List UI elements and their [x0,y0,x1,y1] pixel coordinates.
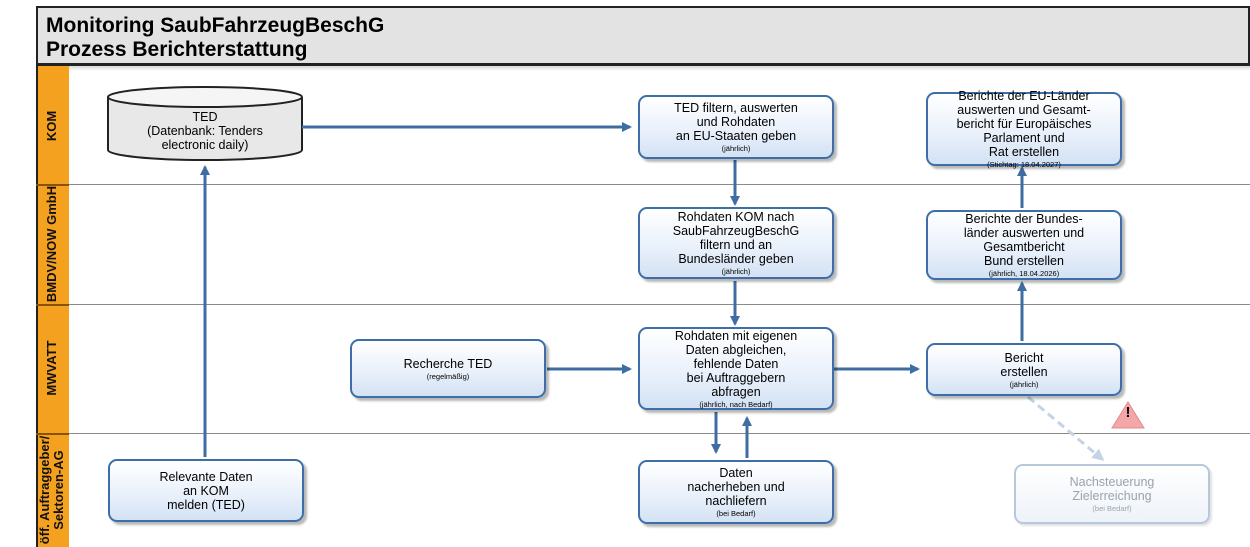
diagram-title-line2: Prozess Berichterstattung [46,38,308,61]
nacherheben-line3: nachliefern [705,494,767,508]
title-shadow [69,66,1250,71]
abgleichen-line2: Daten abgleichen, [685,342,787,357]
lane-divider-1 [69,184,1250,185]
nachsteuerung-sub: (bei Bedarf) [1092,504,1132,513]
nacherheben-line1: Daten [719,466,753,480]
relevante-line3: melden (TED) [167,497,245,512]
bund-berichte-line2: länder auswerten und [963,226,1085,240]
warning-icon [1111,401,1145,429]
node-recherche-ted: Recherche TED (regelmäßig) [350,339,546,398]
warning-mark: ! [1125,404,1131,421]
abgleichen-line4: bei Auftraggebern [686,370,786,385]
eu-berichte-line4: Parlament und [983,131,1065,145]
node-bericht-erstellen: Bericht erstellen (jährlich) [926,343,1122,396]
title-bar: Monitoring SaubFahrzeugBeschG Prozess Be… [36,6,1250,66]
ted-filter-line2: und Rohdaten [696,115,776,129]
swimlane-header-column [36,66,69,547]
ted-filter-line3: an EU-Staaten geben [675,129,797,143]
bund-berichte-sub: (jährlich, 18.04.2026) [988,269,1060,278]
abgleichen-line3: fehlende Daten [693,356,779,371]
node-bund-berichte: Berichte der Bundes- länder auswerten un… [926,210,1122,280]
rohdaten-kom-line1: Rohdaten KOM nach [677,210,795,224]
node-daten-nacherheben: Daten nacherheben und nachliefern (bei B… [638,460,834,524]
eu-berichte-line2: auswerten und Gesamt- [957,103,1091,117]
node-relevante-daten: Relevante Daten an KOM melden (TED) [108,459,304,522]
lane-divider-2 [69,304,1250,305]
ted-db-line2: (Datenbank: Tenders [147,124,263,138]
relevante-line2: an KOM [183,483,229,498]
nacherheben-sub: (bei Bedarf) [716,509,756,518]
eu-berichte-line1: Berichte der EU-Länder [958,89,1090,103]
bund-berichte-line3: Gesamtbericht [983,240,1065,254]
bund-berichte-line1: Berichte der Bundes- [965,212,1083,226]
rohdaten-kom-line2: SaubFahrzeugBeschG [672,224,800,238]
eu-berichte-line5: Rat erstellen [988,145,1060,159]
ted-filter-line1: TED filtern, auswerten [674,101,798,115]
rohdaten-kom-sub: (jährlich) [721,267,751,276]
arrow-bericht-to-nachsteuerung [1027,395,1105,461]
ted-db-line3: electronic daily) [161,138,249,152]
recherche-sub: (regelmäßig) [426,371,470,381]
nachsteuerung-line1: Nachsteuerung [1069,475,1155,489]
rohdaten-kom-line4: Bundesländer geben [678,252,794,266]
rohdaten-kom-line3: filtern und an [699,238,773,252]
database-cylinder [107,86,303,161]
lane-divider-3 [69,433,1250,434]
diagram-title-line1: Monitoring SaubFahrzeugBeschG [46,14,385,37]
node-ted-database: TED (Datenbank: Tenders electronic daily… [108,107,302,155]
abgleichen-line1: Rohdaten mit eigenen [674,328,798,343]
node-nachsteuerung: Nachsteuerung Zielerreichung (bei Bedarf… [1014,464,1210,524]
bericht-line2: erstellen [1000,364,1048,379]
nachsteuerung-line2: Zielerreichung [1072,489,1152,503]
lane-separator-2 [36,304,69,306]
recherche-line1: Recherche TED [403,356,493,371]
bund-berichte-line4: Bund erstellen [984,254,1064,268]
node-ted-filtern: TED filtern, auswerten und Rohdaten an E… [638,95,834,159]
lane-separator-1 [36,184,69,186]
relevante-line1: Relevante Daten [159,469,253,484]
bericht-sub: (jährlich) [1009,379,1039,389]
nacherheben-line2: nacherheben und [687,480,785,494]
abgleichen-line5: abfragen [711,384,761,399]
eu-berichte-line3: bericht für Europäisches [956,117,1092,131]
ted-db-line1: TED [192,110,218,124]
lane-separator-3 [36,433,69,435]
abgleichen-sub: (jährlich, nach Bedarf) [699,399,773,409]
node-rohdaten-abgleichen: Rohdaten mit eigenen Daten abgleichen, f… [638,327,834,410]
node-eu-berichte: Berichte der EU-Länder auswerten und Ges… [926,89,1122,169]
eu-berichte-sub: (Stichtag: 18.04.2027) [987,160,1061,169]
ted-filter-sub: (jährlich) [721,144,751,153]
bericht-line1: Bericht [1004,350,1044,365]
node-rohdaten-kom: Rohdaten KOM nach SaubFahrzeugBeschG fil… [638,207,834,279]
